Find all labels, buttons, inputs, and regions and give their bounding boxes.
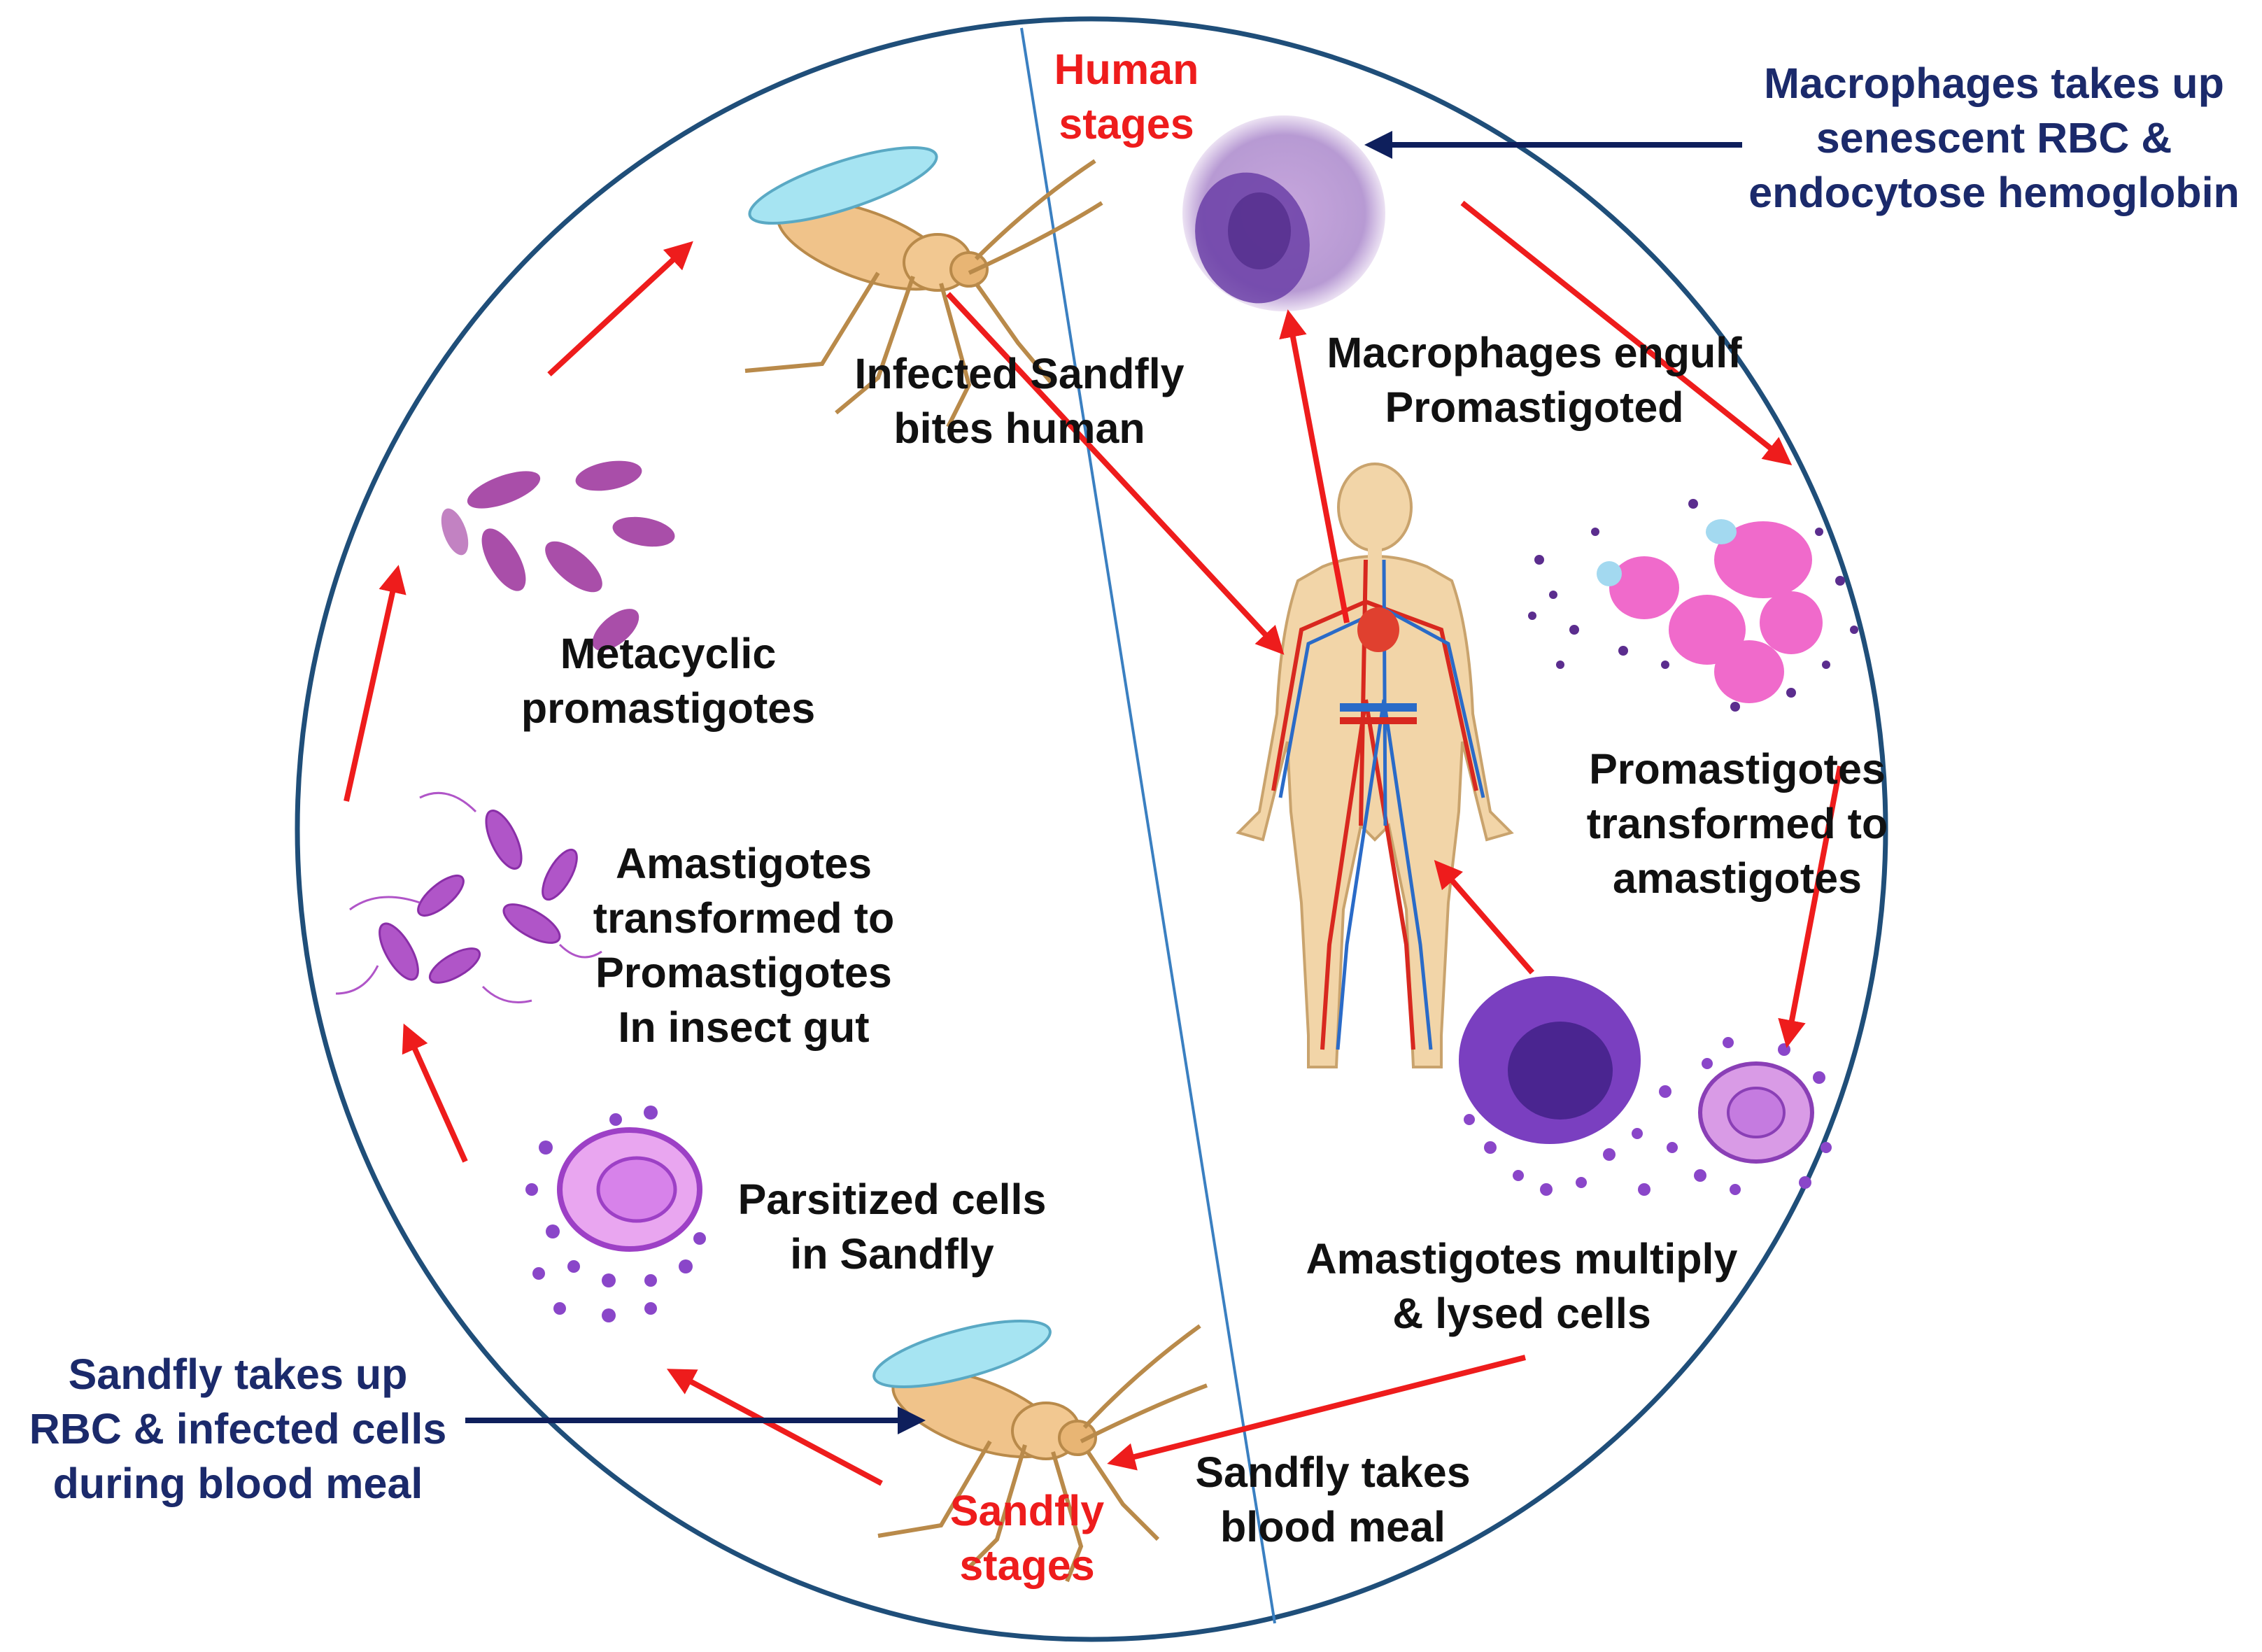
infected-macrophage-cells-icon bbox=[1528, 499, 1858, 712]
step-amastigotes-multiply: Amastigotes multiply & lysed cells bbox=[1306, 1235, 1738, 1337]
arrow-sandfly-to-parasitized bbox=[666, 1369, 883, 1486]
arrow-macrophage-to-infected bbox=[1460, 200, 1793, 465]
parasitized-cell-icon bbox=[525, 1106, 706, 1322]
arrow-metacyclic-to-sandfly bbox=[547, 241, 693, 376]
sandfly-note: Sandfly takes up RBC & infected cells du… bbox=[29, 1350, 447, 1507]
human-stages-heading: Human stages bbox=[1054, 45, 1199, 148]
metacyclic-promastigote-icon bbox=[441, 460, 675, 651]
arrow-infected-to-lysed bbox=[1778, 765, 1843, 1048]
arrow-promastigote-to-metacyclic bbox=[344, 565, 407, 802]
macrophage-note: Macrophages takes up senescent RBC & end… bbox=[1748, 59, 2240, 216]
step-parasitized-cells: Parsitized cells in Sandfly bbox=[737, 1176, 1047, 1278]
step-metacyclic: Metacyclic promastigotes bbox=[521, 630, 816, 732]
stage-divider-line bbox=[1020, 27, 1276, 1624]
arrow-lysed-to-human bbox=[1434, 859, 1535, 975]
arrow-bloodmeal-to-sandfly bbox=[1107, 1355, 1526, 1471]
sandfly-stages-heading: Sandfly stages bbox=[949, 1487, 1105, 1589]
sandfly-icon bbox=[872, 1319, 1208, 1583]
step-sandfly-blood-meal: Sandfly takes blood meal bbox=[1195, 1448, 1471, 1551]
cycle-arrows bbox=[344, 200, 1843, 1486]
pointer-arrows bbox=[465, 131, 1742, 1434]
human-body-icon bbox=[1236, 463, 1514, 1068]
step-macrophages-engulf: Macrophages engulf Promastigoted bbox=[1327, 329, 1742, 431]
macrophage-cell-icon bbox=[1182, 115, 1385, 311]
step-infected-sandfly-bites: Infected Sandfly bites human bbox=[854, 350, 1185, 452]
life-cycle-circle bbox=[295, 16, 1888, 1642]
arrow-human-to-macrophage bbox=[1279, 309, 1350, 623]
arrow-sandfly-to-human bbox=[946, 292, 1285, 655]
step-promastigotes-transformed: Promastigotes transformed to amastigotes bbox=[1586, 745, 1888, 902]
arrow-parasitized-to-promastigote bbox=[402, 1023, 468, 1163]
lysed-cells-icon bbox=[1459, 976, 1832, 1196]
promastigote-forms-icon bbox=[335, 791, 602, 1003]
step-amastigotes-to-promastigotes: Amastigotes transformed to Promastigotes… bbox=[593, 840, 895, 1051]
sandfly-icon bbox=[744, 146, 1103, 428]
